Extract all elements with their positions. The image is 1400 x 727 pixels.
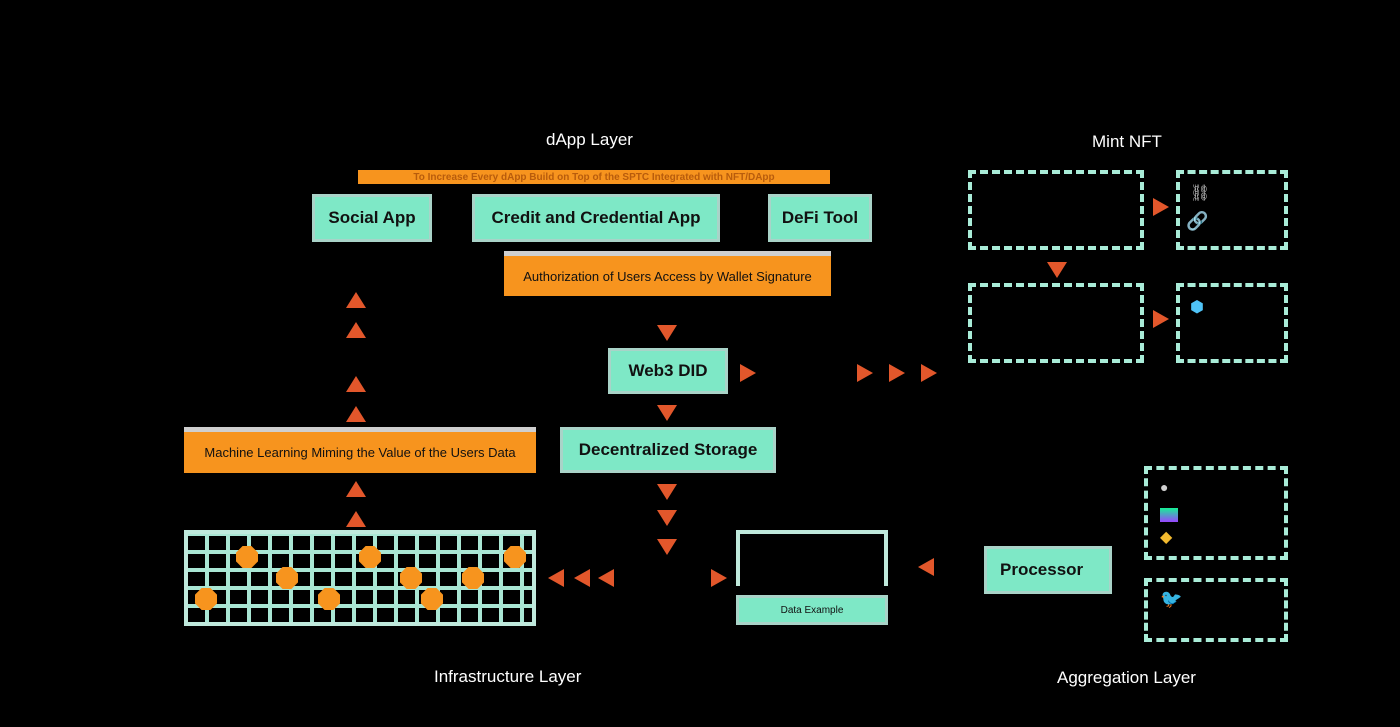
arrow-right [1153,198,1169,216]
arrow-up [346,511,366,527]
arrow-right [711,569,727,587]
arrow-up [346,322,366,338]
data-node [421,588,443,610]
aggregation-source-box [1144,466,1288,560]
social-app-node: Social App [312,194,432,242]
arrow-right [889,364,905,382]
arrow-left [598,569,614,587]
arrow-down [657,539,677,555]
arrow-left [918,558,934,576]
cube-icon: ⬢ [1190,299,1204,316]
nft-box-2 [1176,170,1288,250]
machine-learning-box: Machine Learning Miming the Value of the… [184,427,536,473]
arrow-left [574,569,590,587]
data-node [236,546,258,568]
data-node [195,588,217,610]
twitter-icon: 🐦 [1160,589,1183,609]
data-node [359,546,381,568]
data-node [276,567,298,589]
defi-tool-node: DeFi Tool [768,194,872,242]
link-icon: 🔗 [1186,211,1209,231]
processor-node: Processor [984,546,1112,594]
data-example-frame [736,530,888,586]
arrow-up [346,376,366,392]
arrow-down [657,405,677,421]
data-example-label: Data Example [736,595,888,625]
mint-nft-title: Mint NFT [1092,132,1162,151]
data-node [318,588,340,610]
aggregation-social-box [1144,578,1288,642]
web3-did-node: Web3 DID [608,348,728,394]
arrow-down [657,325,677,341]
solana-icon [1160,508,1178,522]
arrow-up [346,292,366,308]
github-icon: ● [1160,479,1169,495]
data-node [504,546,526,568]
infrastructure-layer-title: Infrastructure Layer [434,667,582,686]
aggregation-layer-title: Aggregation Layer [1057,668,1196,687]
arrow-down [657,510,677,526]
arrow-up [346,481,366,497]
arrow-up [346,406,366,422]
authorization-box: Authorization of Users Access by Wallet … [504,251,831,296]
nft-box-1 [968,170,1144,250]
dapp-layer-title: dApp Layer [546,130,633,149]
arrow-right [1153,310,1169,328]
arrow-left [548,569,564,587]
arrow-down [1047,262,1067,278]
binance-icon: ◆ [1160,529,1173,546]
arrow-right [740,364,756,382]
chain-icon: ⛓ [1190,185,1211,202]
arrow-right [857,364,873,382]
data-node [462,567,484,589]
credit-app-node: Credit and Credential App [472,194,720,242]
arrow-down [657,484,677,500]
nft-box-4 [1176,283,1288,363]
decentralized-storage-node: Decentralized Storage [560,427,776,473]
nft-box-3 [968,283,1144,363]
data-node [400,567,422,589]
arrow-right [921,364,937,382]
dapp-banner: To Increase Every dApp Build on Top of t… [358,170,830,184]
